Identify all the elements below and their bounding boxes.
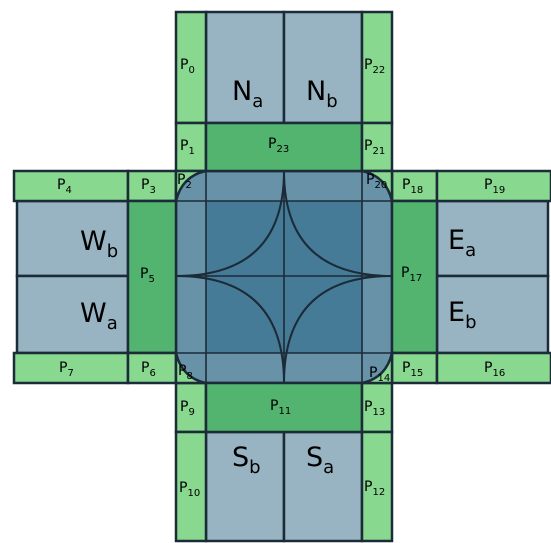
pad-p11 <box>204 381 364 434</box>
label-p4: P4 <box>57 177 72 196</box>
label-sa: Sa <box>306 442 334 478</box>
label-p13: P13 <box>364 399 385 418</box>
label-wb: Wb <box>80 226 118 262</box>
label-p6: P6 <box>141 360 156 379</box>
pad-p10 <box>174 430 208 543</box>
pad-p19 <box>435 169 551 203</box>
curve-se <box>283 275 393 384</box>
label-p3: P3 <box>141 177 156 196</box>
label-ea: Ea <box>448 225 476 261</box>
label-p7: P7 <box>59 360 74 379</box>
lane-wb <box>15 199 130 278</box>
label-p22: P22 <box>364 57 385 76</box>
lane-sa <box>282 430 364 543</box>
pad-p23 <box>204 121 364 173</box>
label-p21: P21 <box>364 138 385 157</box>
label-p8: P8 <box>178 363 193 382</box>
label-p23: P23 <box>268 136 289 155</box>
pad-p4 <box>12 169 130 203</box>
pad-p16 <box>435 351 551 385</box>
lane-labels: Na Nb Wb Wa Ea Eb Sb Sa <box>80 76 477 478</box>
curve-sw <box>175 275 285 384</box>
pad-p20 <box>361 169 394 202</box>
label-p0: P0 <box>180 57 195 76</box>
label-p1: P1 <box>180 138 195 157</box>
label-p20: P20 <box>366 172 387 191</box>
label-p16: P16 <box>484 360 505 379</box>
label-nb: Nb <box>306 76 338 112</box>
lane-nb <box>282 10 364 125</box>
pads <box>12 10 551 543</box>
label-p14: P14 <box>369 365 390 384</box>
pad-p2 <box>174 169 207 202</box>
label-p2: P2 <box>177 172 192 191</box>
label-na: Na <box>232 76 263 112</box>
label-p10: P10 <box>179 480 200 499</box>
pad-p6 <box>126 351 178 385</box>
label-p19: P19 <box>484 177 505 196</box>
curve-nw <box>175 170 285 277</box>
label-p15: P15 <box>402 360 423 379</box>
label-p11: P11 <box>270 398 291 417</box>
label-p17: P17 <box>401 265 422 284</box>
label-p12: P12 <box>364 479 385 498</box>
label-sb: Sb <box>232 442 261 478</box>
label-wa: Wa <box>80 298 118 334</box>
pad-p21 <box>360 121 394 173</box>
pad-labels: P0 P22 P1 P23 P21 P2 P20 P3 P4 P18 P19 P… <box>57 57 505 499</box>
label-p5: P5 <box>140 266 155 285</box>
center-cross-horizontal <box>176 200 392 354</box>
pad-p8 <box>174 352 207 385</box>
pad-p13 <box>360 381 394 434</box>
curve-ne <box>283 170 393 277</box>
center-block <box>174 169 394 385</box>
label-p9: P9 <box>180 399 195 418</box>
label-eb: Eb <box>448 297 477 333</box>
pad-p12 <box>360 430 394 543</box>
center-cross-vertical <box>205 171 363 383</box>
pad-p14 <box>361 352 394 385</box>
lane-sb <box>204 430 286 543</box>
label-p18: P18 <box>402 177 423 196</box>
